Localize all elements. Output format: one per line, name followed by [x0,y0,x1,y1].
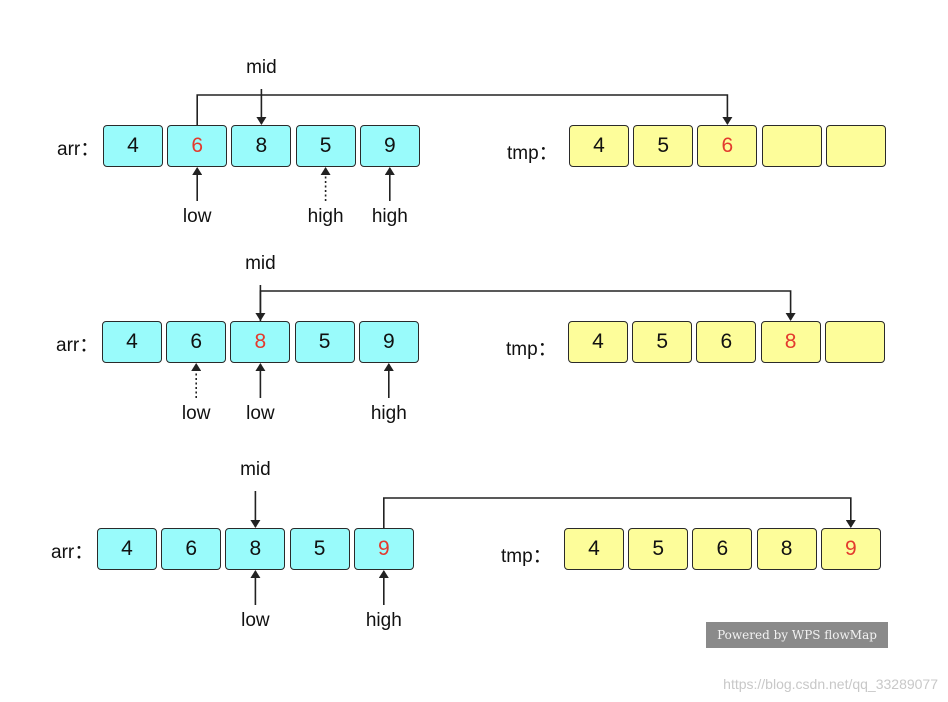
copy-connector-arrow [196,94,733,125]
pointer-high-label: high [370,403,407,424]
pointer-low-label: low [181,403,211,424]
pointer-mid-label: mid [246,57,277,78]
arr-cell: 6 [166,321,227,363]
pointer-high-label: high [307,206,344,227]
source-watermark: https://blog.csdn.net/qq_33289077 [723,676,938,692]
arr-cell: 5 [295,125,356,167]
tmp-cell: 8 [756,528,817,570]
tmp-label: tmp： [501,546,552,567]
tmp-cell: 5 [632,321,693,363]
arr-cell: 4 [97,528,157,570]
pointer-high-label: high [371,206,408,227]
tmp-cell: 4 [568,321,628,363]
arr-cell: 9 [358,321,419,363]
tmp-cell: 8 [760,321,821,363]
arr-cell: 8 [225,528,286,570]
arr-cell: 5 [294,321,355,363]
arr-cell: 9 [359,125,420,167]
tmp-cell: 4 [569,125,629,167]
arr-label: arr： [57,139,100,160]
arr-cell: 6 [167,125,228,167]
arr-cell: 8 [230,321,291,363]
arr-cell: 4 [102,321,162,363]
copy-connector-arrow [382,497,856,528]
arr-cell: 9 [353,528,414,570]
pointer-mid-label: mid [245,253,276,274]
tmp-cell [824,321,885,363]
pointer-low-label: low [182,206,212,227]
tmp-label: tmp： [507,143,558,164]
arr-cell: 5 [289,528,350,570]
tmp-cell: 6 [697,125,758,167]
pointer-low-label: low [246,403,275,424]
arr-cell: 6 [161,528,222,570]
pointer-high-label: high [365,610,402,631]
copy-connector-arrow [259,290,796,321]
tmp-cell: 4 [564,528,624,570]
pointer-mid-label: mid [240,459,271,480]
wps-footer-badge: Powered by WPS flowMap [706,622,888,648]
arr-cell: 8 [231,125,292,167]
arr-label: arr： [51,542,94,563]
tmp-cell: 5 [628,528,689,570]
tmp-cell: 5 [633,125,694,167]
arr-cell: 4 [103,125,163,167]
tmp-cell: 6 [696,321,757,363]
arr-label: arr： [56,335,99,356]
tmp-label: tmp： [506,339,557,360]
tmp-cell [761,125,822,167]
pointer-low-label: low [241,610,270,631]
tmp-cell [825,125,886,167]
tmp-cell: 9 [820,528,881,570]
tmp-cell: 6 [692,528,753,570]
